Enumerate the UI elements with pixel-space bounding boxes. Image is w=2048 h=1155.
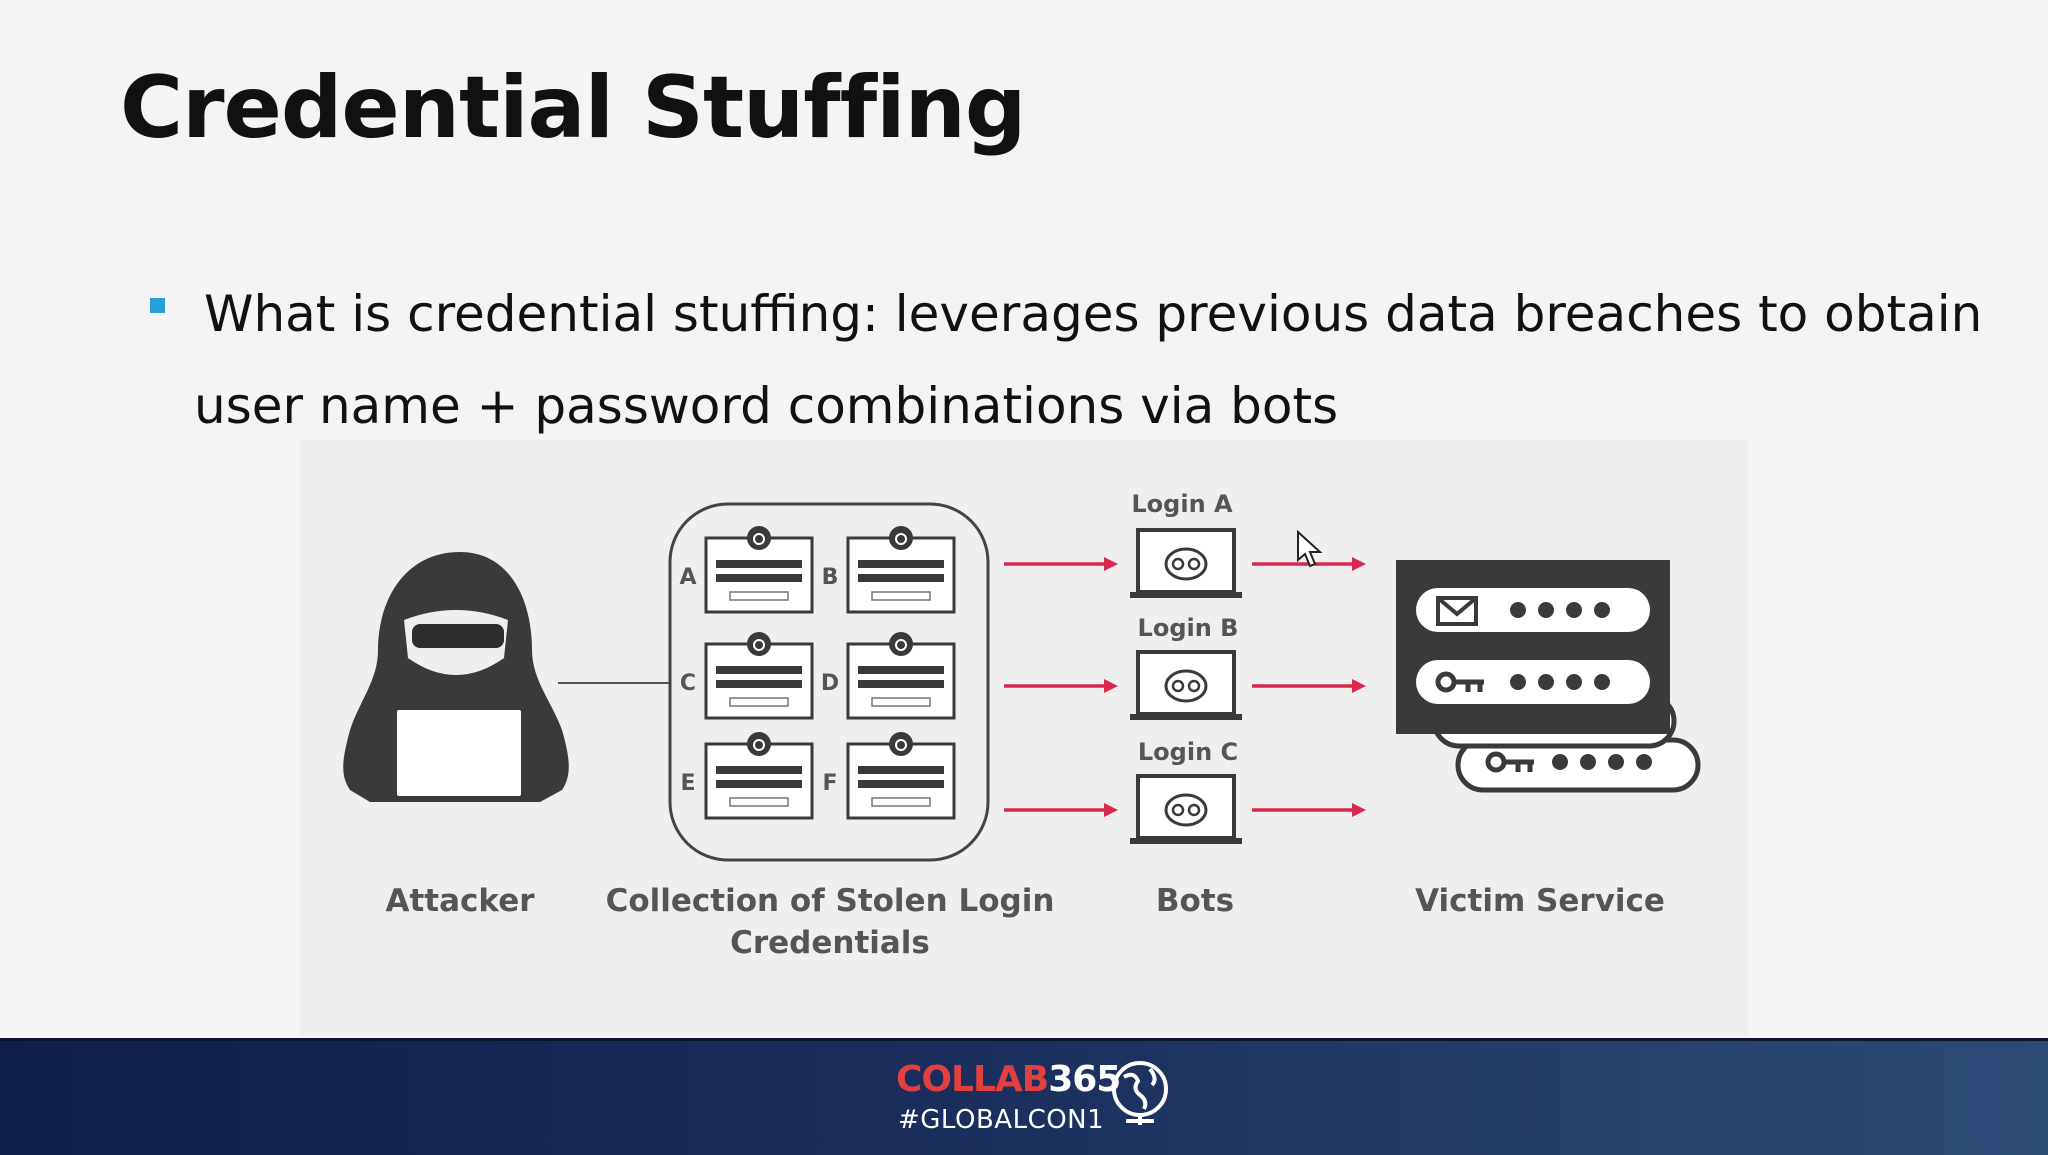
mouse-cursor-icon	[1297, 530, 1323, 568]
attacker-icon	[343, 552, 569, 802]
victim-service-icon	[1396, 560, 1701, 793]
credential-card: E	[680, 732, 814, 820]
credential-card: C	[680, 632, 814, 720]
login-b-label: Login B	[1137, 614, 1239, 642]
footer-bar: COLLAB365 #GLOBALCON1	[0, 1038, 2048, 1155]
card-letter: B	[822, 565, 839, 590]
bot-laptop-icon	[1130, 774, 1242, 844]
bots-caption: Bots	[1155, 883, 1235, 919]
credential-card: F	[822, 732, 956, 820]
slide-title: Credential Stuffing	[120, 58, 1026, 158]
card-letter: D	[821, 671, 839, 696]
brand-number: 365	[1048, 1059, 1121, 1100]
arrow	[1004, 803, 1118, 817]
arrow	[1252, 679, 1366, 693]
arrow	[1004, 557, 1118, 571]
credential-stuffing-diagram: A B C D E F Login A Login B Login C A	[300, 440, 1748, 1036]
bullet-text: What is credential stuffing: leverages p…	[194, 285, 1983, 435]
brand-logo: COLLAB365 #GLOBALCON1	[896, 1059, 1196, 1139]
brand-hashtag: #GLOBALCON1	[898, 1105, 1105, 1135]
globe-icon	[1112, 1061, 1168, 1125]
brand-name: COLLAB365	[896, 1059, 1121, 1100]
victim-caption: Victim Service	[1415, 883, 1665, 919]
collection-box	[668, 502, 990, 862]
arrow	[1252, 557, 1366, 571]
login-c-label: Login C	[1137, 738, 1239, 766]
arrows	[1004, 557, 1366, 817]
arrow	[1252, 803, 1366, 817]
credential-cards: A B C D E F	[679, 526, 956, 820]
brand-text: COLLAB	[896, 1059, 1049, 1100]
bot-laptop-icon	[1130, 528, 1242, 598]
login-a-label: Login A	[1131, 490, 1233, 518]
credential-card: B	[822, 526, 956, 614]
bot-laptop-icon	[1130, 650, 1242, 720]
card-letter: F	[822, 771, 837, 796]
attacker-caption: Attacker	[385, 883, 535, 919]
credential-card: D	[821, 632, 956, 720]
card-letter: C	[680, 671, 696, 696]
card-letter: A	[679, 565, 696, 590]
bots-group	[1130, 528, 1242, 844]
credential-card: A	[679, 526, 814, 614]
arrow	[1004, 679, 1118, 693]
bullet-marker	[150, 298, 165, 313]
card-letter: E	[680, 771, 695, 796]
diagram-canvas: A B C D E F	[343, 502, 1701, 862]
collection-caption: Collection of Stolen Login Credentials	[605, 883, 1055, 961]
